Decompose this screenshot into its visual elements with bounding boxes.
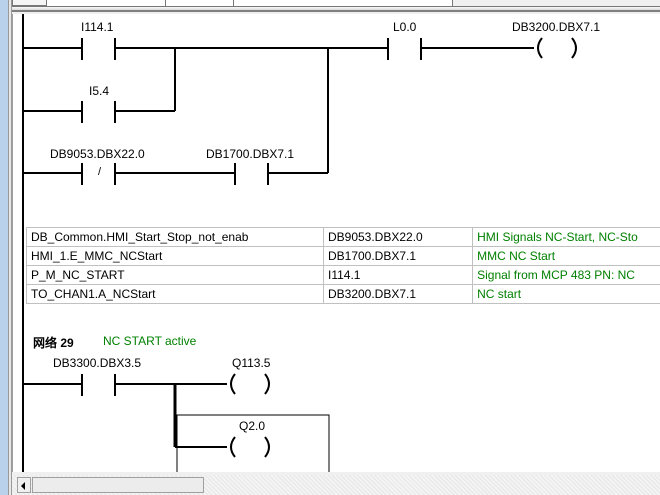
contact-label-db9053: DB9053.DBX22.0 <box>50 147 145 161</box>
address-cell: DB3200.DBX7.1 <box>322 284 474 304</box>
left-arrow-icon <box>21 482 25 490</box>
address-cell: I114.1 <box>322 265 474 285</box>
table-row[interactable]: DB_Common.HMI_Start_Stop_not_enab DB9053… <box>26 227 660 247</box>
comment-cell: HMI Signals NC-Start, NC-Sto <box>472 227 660 247</box>
coil-q2-0-left <box>230 436 236 458</box>
contact-label-i114-1: I114.1 <box>81 20 114 34</box>
splitter-bar[interactable] <box>8 0 12 495</box>
network-comment[interactable]: NC START active <box>103 334 197 348</box>
coil-q113-5-left <box>230 373 236 395</box>
contact-label-i5-4: I5.4 <box>89 84 110 98</box>
network-title: 网络 29 <box>33 336 74 350</box>
symbol-information-table: DB_Common.HMI_Start_Stop_not_enab DB9053… <box>26 227 660 304</box>
address-cell: DB1700.DBX7.1 <box>322 246 474 266</box>
symbol-cell: DB_Common.HMI_Start_Stop_not_enab <box>26 227 324 247</box>
horizontal-scrollbar[interactable] <box>12 475 660 495</box>
negation-symbol: / <box>98 166 102 178</box>
coil-label-q113-5: Q113.5 <box>232 356 271 370</box>
coil-label-db3200: DB3200.DBX7.1 <box>512 20 601 34</box>
table-cell <box>12 0 47 6</box>
ladder-diagram <box>22 14 577 472</box>
coil-q113-5-right <box>264 373 270 395</box>
table-row[interactable]: P_M_NC_START I114.1 Signal from MCP 483 … <box>26 265 660 285</box>
table-column-line <box>233 0 234 6</box>
ladder-editor-canvas[interactable]: I114.1 I5.4 L0.0 DB3200.DBX7.1 DB9053.DB… <box>12 14 660 472</box>
symbol-cell: P_M_NC_START <box>26 265 324 285</box>
comment-cell: MMC NC Start <box>472 246 660 266</box>
coil-label-q2-0: Q2.0 <box>239 419 266 433</box>
symbol-cell: TO_CHAN1.A_NCStart <box>26 284 324 304</box>
comment-cell: NC start <box>472 284 660 304</box>
contact-label-db1700: DB1700.DBX7.1 <box>206 147 295 161</box>
address-cell: DB9053.DBX22.0 <box>322 227 474 247</box>
coil-q2-0-right <box>264 436 270 458</box>
contact-label-db3300: DB3300.DBX3.5 <box>53 356 142 370</box>
selection-box <box>176 414 330 472</box>
contact-label-l0-0: L0.0 <box>393 20 417 34</box>
previous-symbol-table-edge <box>12 0 660 7</box>
scroll-left-button[interactable] <box>17 477 31 493</box>
scrollbar-thumb[interactable] <box>32 477 204 493</box>
pane-splitter[interactable] <box>12 7 660 12</box>
table-column-line <box>165 0 166 6</box>
window-left-frame <box>0 0 8 495</box>
comment-cell: Signal from MCP 483 PN: NC <box>472 265 660 285</box>
table-row[interactable]: HMI_1.E_MMC_NCStart DB1700.DBX7.1 MMC NC… <box>26 246 660 266</box>
table-empty-area <box>452 0 660 6</box>
symbol-cell: HMI_1.E_MMC_NCStart <box>26 246 324 266</box>
coil-db3200-left <box>537 37 543 59</box>
coil-db3200-right <box>571 37 577 59</box>
table-row[interactable]: TO_CHAN1.A_NCStart DB3200.DBX7.1 NC star… <box>26 284 660 304</box>
